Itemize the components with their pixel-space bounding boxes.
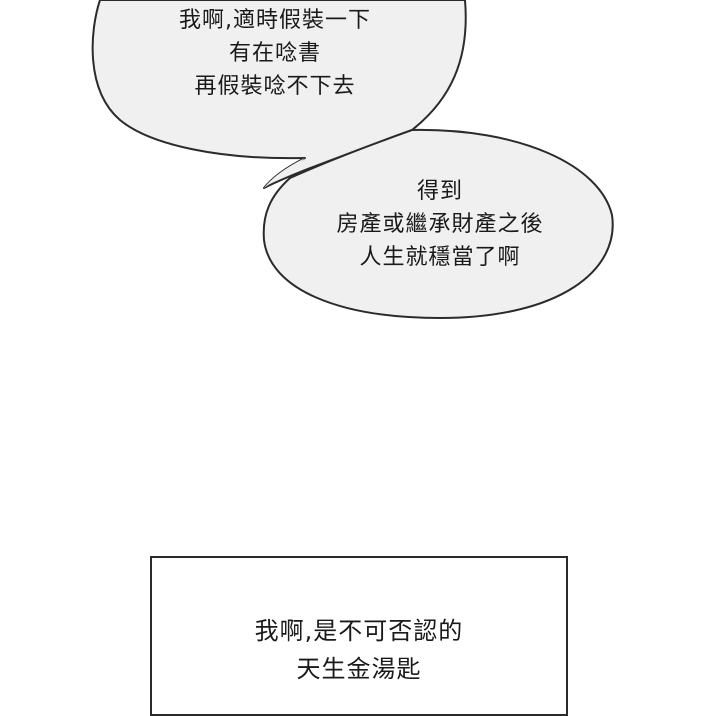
speech-bubble-middle [262, 128, 614, 319]
caption-line: 天生金湯匙 [296, 655, 422, 683]
speech-line: 有在唸書 [228, 41, 321, 66]
speech-bubble-top-text: 我啊,適時假裝一下 有在唸書 再假裝唸不下去 [120, 4, 430, 103]
speech-bubble-tail [264, 158, 305, 188]
speech-line: 再假裝唸不下去 [194, 74, 356, 99]
speech-line: 房產或繼承財產之後 [336, 212, 544, 237]
speech-bubbles-layer [91, 0, 614, 319]
narration-caption-box: 我啊,是不可否認的 天生金湯匙 [150, 556, 568, 716]
speech-bubble-middle-text: 得到 房產或繼承財產之後 人生就穩當了啊 [300, 175, 580, 274]
speech-line: 得到 [416, 179, 463, 204]
speech-line: 人生就穩當了啊 [359, 245, 521, 270]
caption-line: 我啊,是不可否認的 [254, 617, 464, 645]
speech-line: 我啊,適時假裝一下 [179, 8, 371, 33]
narration-caption-text: 我啊,是不可否認的 天生金湯匙 [152, 612, 566, 688]
